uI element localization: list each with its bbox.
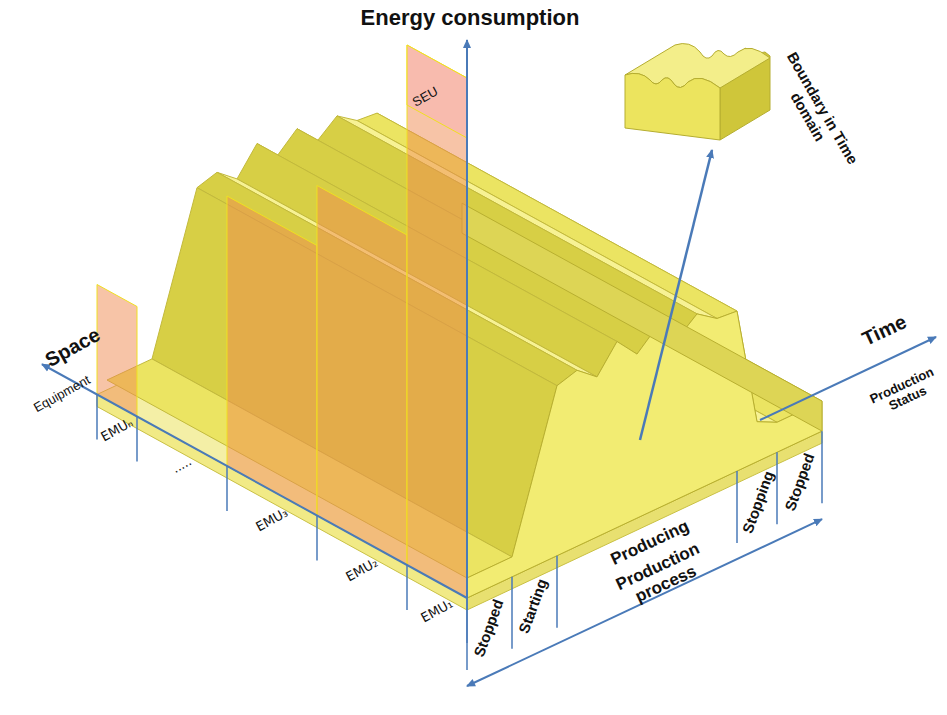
space-axis [42,364,467,598]
surface-end-wall [462,203,822,431]
status-divider [466,598,468,670]
inset-front [625,73,720,140]
surface-front-face [467,311,822,598]
energy-axis [466,40,468,598]
equipment-divider [226,466,228,511]
equipment-divider [96,395,98,440]
diagram-label: EMU₃ [254,505,291,534]
diagram-label: Boundary in Time domain [769,48,862,175]
diagram-label: Starting [516,577,551,636]
status-divider [511,577,513,649]
equipment-divider [406,565,408,610]
diagram-label: EMU₁ [419,596,456,625]
diagram-label: Time [858,310,909,350]
diagram-label: EMUₙ [99,415,136,444]
diagram-label: Equipment [31,373,92,416]
equipment-divider [316,516,318,561]
equipment-panel [227,196,317,516]
diagram-label: Energy consumption [361,6,580,30]
diagram-label: Stopped [782,451,818,513]
status-divider [556,556,558,628]
seu-cap [407,45,467,138]
diagram-label: Production Status [863,362,947,422]
status-divider [776,452,778,524]
inset-arrow [640,150,712,440]
status-divider [821,431,823,503]
equipment-panel [407,45,467,598]
diagram-label: EMU₂ [344,555,381,584]
equipment-panel [317,186,407,566]
status-divider [736,471,738,543]
boundary-inset [625,44,770,440]
diagram-label: Space [41,323,103,371]
equipment-divider [136,417,138,462]
diagram-label: Stopped [471,597,507,659]
